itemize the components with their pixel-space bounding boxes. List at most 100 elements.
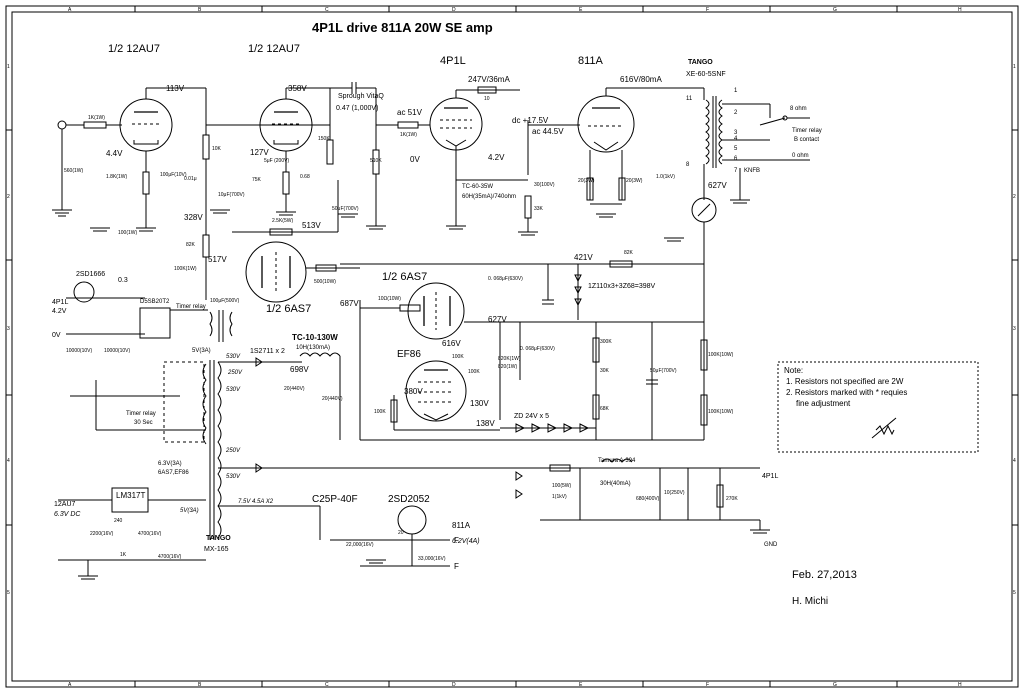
svg-text:2SD1666: 2SD1666 [76,271,105,278]
svg-text:Sprough VitaQ: Sprough VitaQ [338,93,384,100]
svg-text:30 Sec: 30 Sec [134,420,153,426]
svg-text:300K: 300K [600,339,612,345]
svg-text:60H(35mA)/740ohm: 60H(35mA)/740ohm [462,194,516,200]
svg-text:68K: 68K [600,406,610,412]
svg-text:TANGO: TANGO [688,59,713,66]
svg-text:2200(16V): 2200(16V) [90,531,114,537]
svg-text:6.3V(3A): 6.3V(3A) [158,461,182,467]
svg-text:D5SB20T2: D5SB20T2 [140,299,170,305]
svg-text:11: 11 [686,96,693,102]
tube-v4-811a [577,95,635,153]
svg-text:3: 3 [1013,326,1016,332]
svg-text:100K: 100K [374,409,386,415]
svg-text:0.3: 0.3 [118,277,128,284]
svg-text:0V: 0V [410,155,420,164]
svg-text:C25P-40F: C25P-40F [312,494,358,505]
svg-text:50μF(700V): 50μF(700V) [650,368,677,374]
svg-text:530V: 530V [226,387,241,393]
svg-text:698V: 698V [290,365,309,374]
annotations: 113V 358V Sprough VitaQ 0.47 (1,000V) 24… [52,59,822,571]
svg-text:F: F [454,536,459,545]
signal-wiring [52,82,810,441]
tube-v1-12au7 [119,98,173,152]
svg-text:4: 4 [7,458,10,464]
note-line-1: 1. Resistors not specified are 2W [786,377,904,386]
outer-frame [5,5,1019,688]
svg-text:1.0(1kV): 1.0(1kV) [656,174,675,180]
svg-text:127V: 127V [250,148,269,157]
inner-frame [11,11,1013,682]
svg-text:6AS7,EF86: 6AS7,EF86 [158,470,189,476]
svg-text:8 ohm: 8 ohm [790,106,807,112]
power-supply-wiring [58,281,770,580]
svg-text:B contact: B contact [794,137,819,143]
svg-text:1: 1 [734,88,738,94]
frame-row-labels: 12 34 5 12 34 5 [7,64,1016,596]
svg-text:530V: 530V [226,354,241,360]
svg-text:100K(1W): 100K(1W) [174,266,197,272]
svg-text:TC-60-35W: TC-60-35W [462,184,493,190]
svg-text:A: A [68,7,72,13]
svg-text:10000(10V): 10000(10V) [104,348,130,354]
svg-text:dc +17.5V: dc +17.5V [512,116,549,125]
svg-text:F: F [706,682,709,688]
svg-text:380V: 380V [404,387,423,396]
svg-text:530V: 530V [226,474,241,480]
svg-text:GND: GND [764,542,778,548]
svg-text:247V/36mA: 247V/36mA [468,75,510,84]
svg-text:1: 1 [1013,64,1016,70]
frame-ticks [6,6,1018,687]
svg-text:100K(10W): 100K(10W) [708,352,734,358]
svg-text:5V(3A): 5V(3A) [180,508,199,514]
svg-text:F: F [706,7,709,13]
svg-text:8: 8 [686,162,690,168]
svg-text:616V/80mA: 616V/80mA [620,75,662,84]
svg-text:811A: 811A [452,521,471,530]
svg-text:30(100V): 30(100V) [534,182,555,188]
svg-text:20(3W): 20(3W) [578,178,595,184]
svg-text:4700(16V): 4700(16V) [138,531,162,537]
note-line-2: 2. Resistors marked with * requies [786,388,907,397]
svg-text:5: 5 [1013,590,1016,596]
tube-label-v7: EF86 [397,349,421,360]
svg-text:1K: 1K [120,552,127,558]
svg-text:1S2711 x 2: 1S2711 x 2 [250,348,285,355]
svg-text:82K: 82K [186,242,196,248]
svg-text:30H(40mA): 30H(40mA) [600,481,631,487]
svg-text:820K(1W): 820K(1W) [498,356,521,362]
svg-text:KNFB: KNFB [744,168,760,174]
note-title: Note: [784,366,803,375]
svg-text:20(440V): 20(440V) [284,386,305,392]
svg-text:4700(16V): 4700(16V) [158,554,182,560]
svg-text:10: 10 [484,96,490,102]
svg-text:328V: 328V [184,213,203,222]
svg-text:100K: 100K [452,354,464,360]
svg-text:TC-10-130W: TC-10-130W [292,333,338,342]
svg-text:E: E [579,682,583,688]
svg-text:4.2V: 4.2V [52,308,67,315]
svg-text:6.2V(4A): 6.2V(4A) [452,538,480,545]
svg-text:3: 3 [7,326,10,332]
svg-text:250V: 250V [227,370,243,376]
svg-text:1K(1W): 1K(1W) [400,132,417,138]
svg-text:1K(1W): 1K(1W) [88,115,105,121]
svg-text:100K: 100K [468,369,480,375]
svg-text:513V: 513V [302,221,321,230]
svg-text:H: H [958,7,962,13]
svg-text:12AU7: 12AU7 [54,501,76,508]
svg-text:0.01μ: 0.01μ [184,176,197,182]
svg-text:421V: 421V [574,253,593,262]
schematic-author: H. Michi [792,596,828,607]
tube-label-v5: 1/2 6AS7 [266,303,311,315]
svg-text:4P1L: 4P1L [52,299,68,306]
svg-text:100K(10W): 100K(10W) [708,409,734,415]
svg-text:820(1W): 820(1W) [498,364,518,370]
svg-text:ZD 24V x 5: ZD 24V x 5 [514,413,549,420]
svg-text:82K: 82K [624,250,634,256]
svg-text:560(1W): 560(1W) [64,168,84,174]
note-line-3: fine adjustment [796,399,851,408]
svg-text:358V: 358V [288,84,307,93]
svg-text:5V(3A): 5V(3A) [192,348,211,354]
